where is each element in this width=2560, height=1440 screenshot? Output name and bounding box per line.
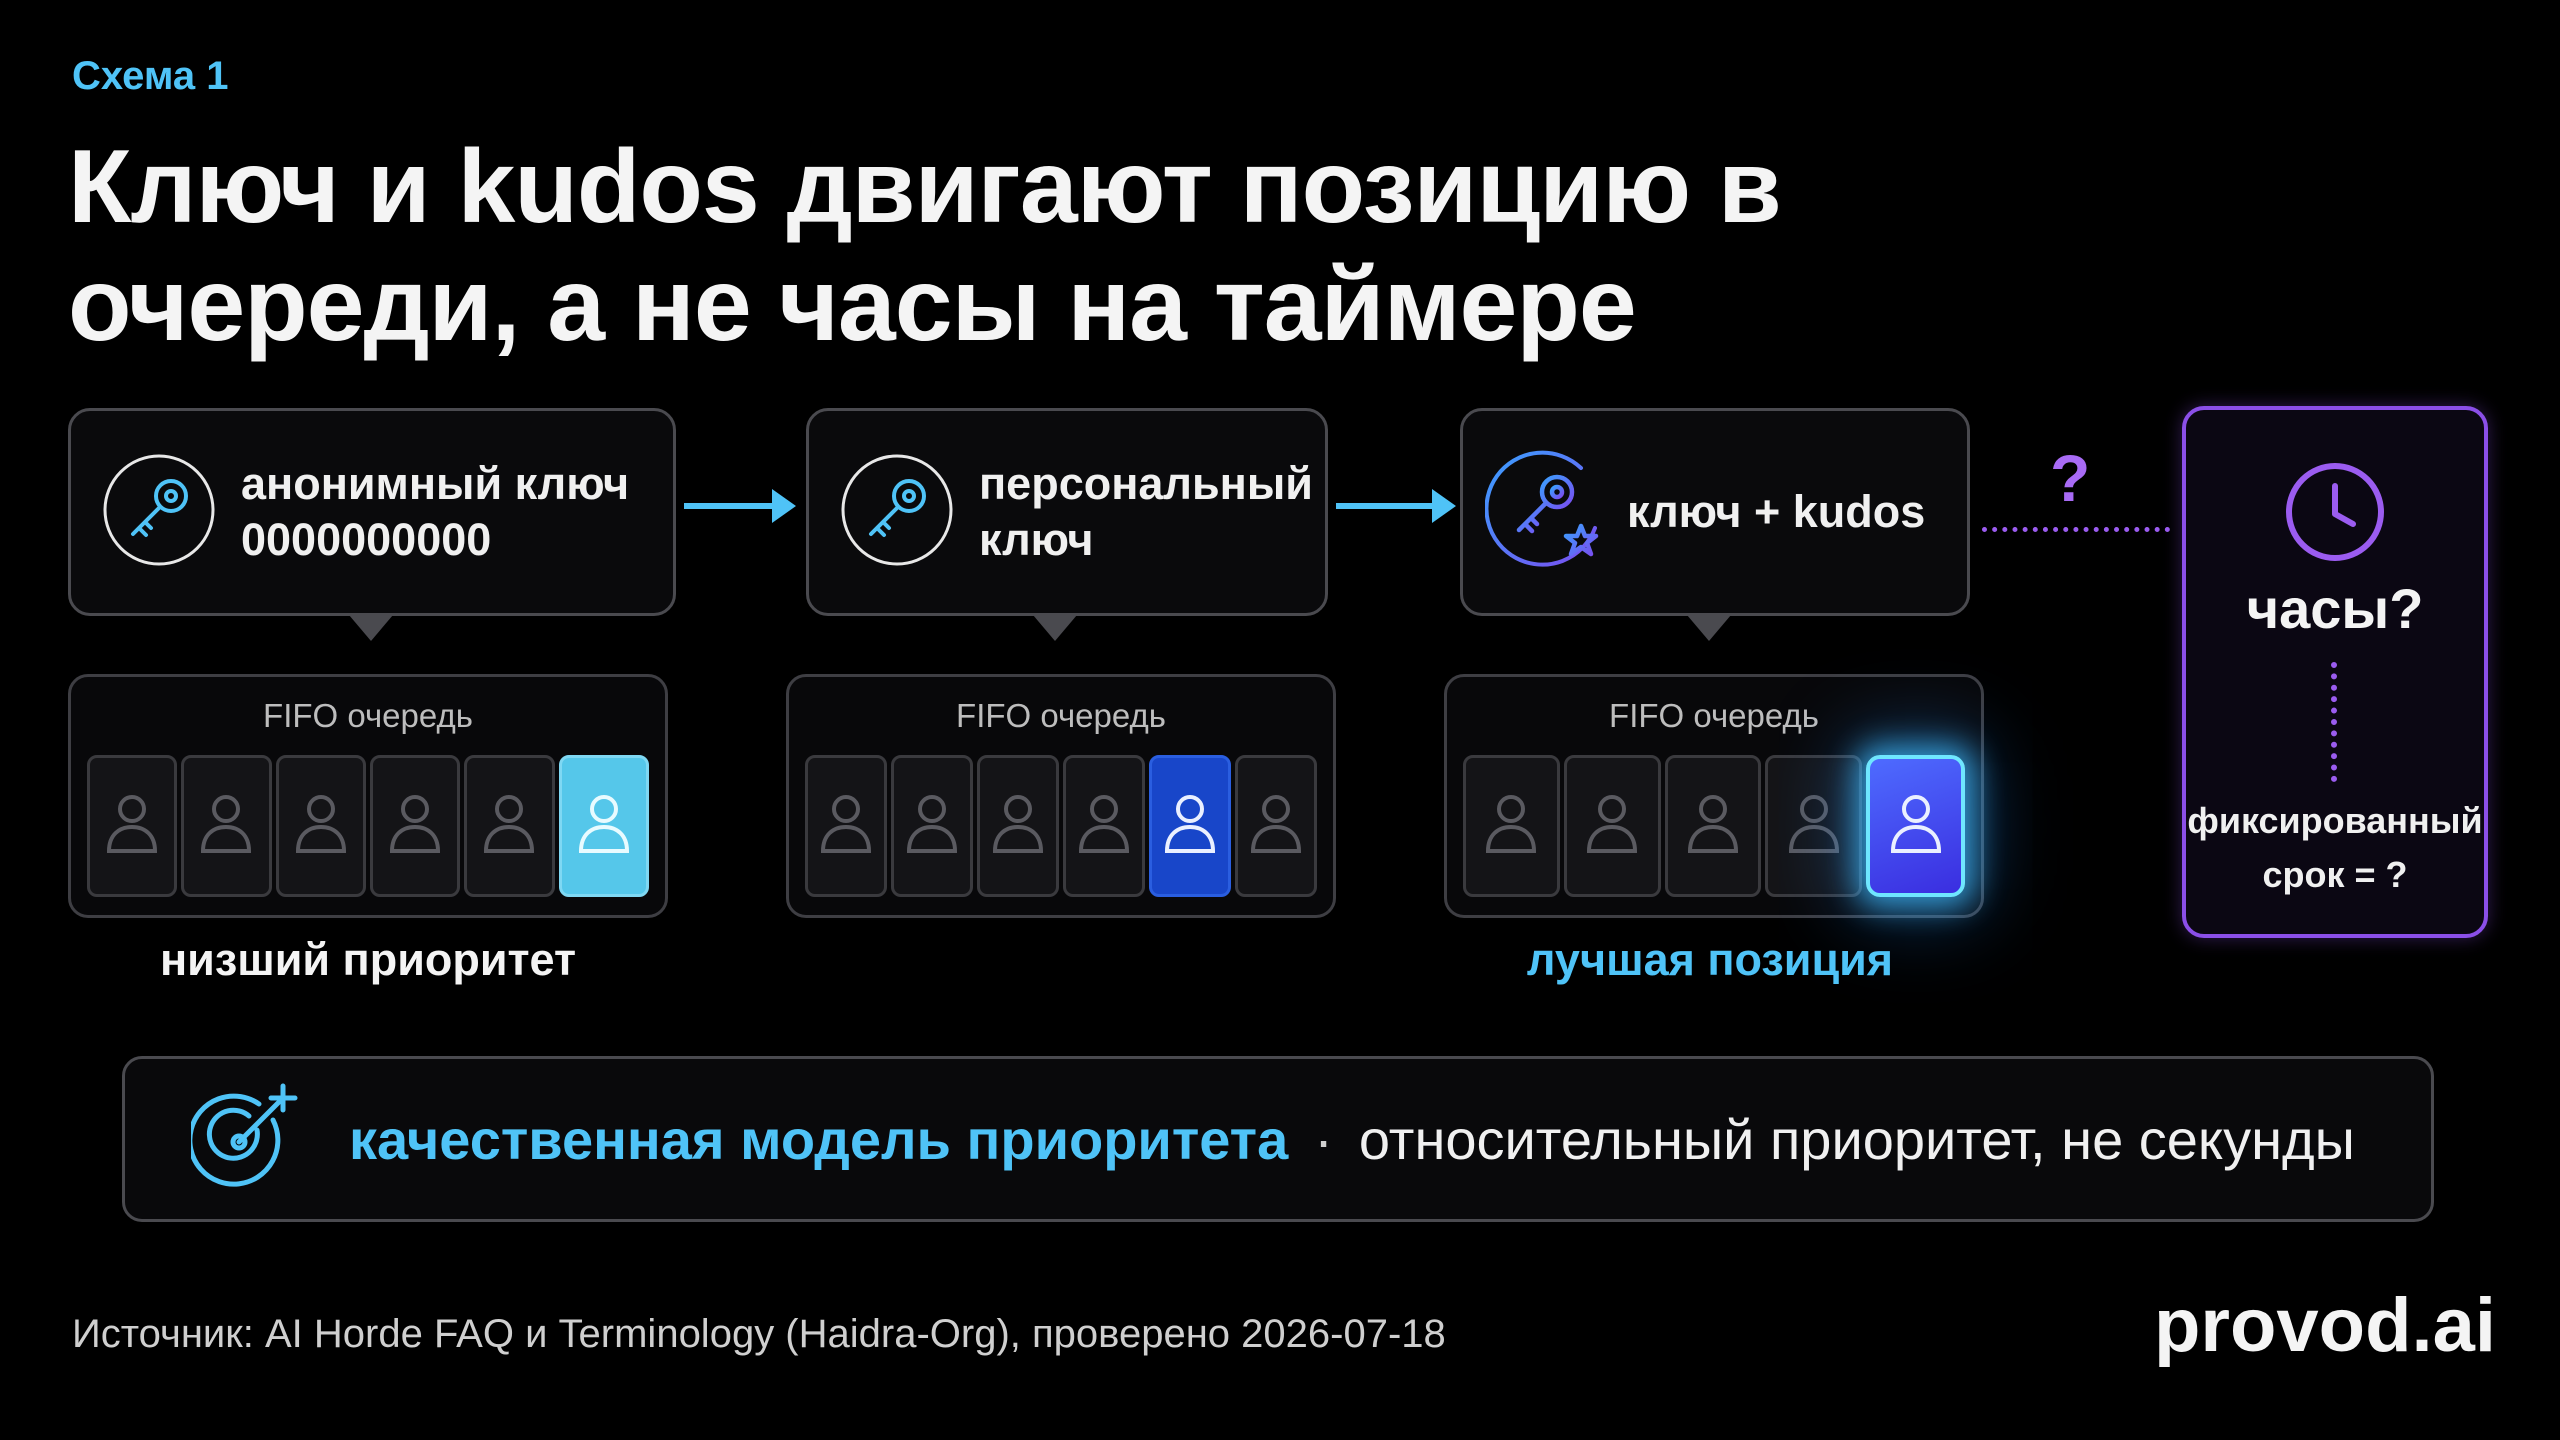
person-icon	[817, 789, 875, 864]
queue-slot	[464, 755, 555, 897]
person-icon	[1887, 789, 1945, 864]
best-position-caption: лучшая позиция	[1526, 934, 1894, 985]
card-line1: персональный	[979, 458, 1313, 509]
person-icon	[1482, 789, 1540, 864]
person-icon	[480, 789, 538, 864]
banner-separator: ·	[1314, 1107, 1333, 1171]
queue-slot	[1765, 755, 1863, 897]
queue-label: FIFO очередь	[1609, 697, 1819, 734]
queue-slot	[1563, 755, 1661, 897]
queue-slot	[977, 755, 1059, 897]
queue-slot-highlighted	[1866, 755, 1965, 897]
queue-slot	[87, 755, 178, 897]
card-line1: анонимный ключ	[241, 458, 630, 509]
dotted-connector-vertical	[2331, 662, 2337, 782]
priority-model-banner: качественная модель приоритета · относит…	[122, 1056, 2434, 1222]
low-priority-caption: низший приоритет	[159, 934, 577, 985]
person-icon	[292, 789, 350, 864]
anonymous-key-card: анонимный ключ 0000000000	[68, 408, 676, 641]
person-icon	[197, 789, 255, 864]
page-title: Ключ и kudos двигают позицию в очереди, …	[68, 129, 1782, 363]
person-icon	[1075, 789, 1133, 864]
queue-slots	[805, 755, 1317, 897]
queue-slot	[805, 755, 887, 897]
key-icon	[839, 452, 955, 573]
card-line2: 0000000000	[241, 514, 492, 565]
personal-key-card: персональный ключ	[806, 408, 1328, 641]
person-icon	[386, 789, 444, 864]
card-line1: ключ + kudos	[1627, 486, 1926, 537]
person-icon	[903, 789, 961, 864]
person-icon	[1785, 789, 1843, 864]
key-kudos-card: ключ + kudos	[1460, 408, 1970, 641]
banner-rest-text: относительный приоритет, не секунды	[1358, 1107, 2355, 1171]
person-icon	[575, 789, 633, 864]
clock-subtitle-line2: срок = ?	[2262, 854, 2408, 895]
queue-slot	[1235, 755, 1317, 897]
clock-subtitle: фиксированный срок = ?	[2186, 794, 2484, 902]
question-mark: ?	[2050, 441, 2091, 515]
queue-slot-highlighted	[558, 755, 649, 897]
queue-slot	[1664, 755, 1762, 897]
queue-slot	[891, 755, 973, 897]
card-pointer	[349, 615, 393, 641]
queue-label: FIFO очередь	[263, 697, 473, 734]
target-icon	[187, 1082, 301, 1197]
person-icon	[1161, 789, 1219, 864]
person-icon	[989, 789, 1047, 864]
queue-slots	[1463, 755, 1965, 897]
person-icon	[1583, 789, 1641, 864]
queue-slot	[369, 755, 461, 897]
eyebrow-label: Схема 1	[72, 54, 229, 98]
card-pointer	[1033, 615, 1077, 641]
banner-strong-text: качественная модель приоритета	[349, 1107, 1289, 1171]
fifo-queue-3: FIFO очередь	[1444, 674, 1984, 918]
key-star-icon	[1484, 448, 1609, 577]
card-line2: ключ	[979, 514, 1094, 565]
queue-slot	[1063, 755, 1145, 897]
fifo-queue-1: FIFO очередь	[68, 674, 668, 918]
clock-card: часы? фиксированный срок = ?	[2182, 406, 2488, 938]
person-icon	[1247, 789, 1305, 864]
arrow-1	[684, 489, 796, 523]
queue-slot-highlighted	[1149, 755, 1231, 897]
dotted-connector	[1982, 527, 2170, 532]
person-icon	[103, 789, 161, 864]
source-note: Источник: AI Horde FAQ и Terminology (Ha…	[72, 1312, 1446, 1356]
card-pointer	[1687, 615, 1731, 641]
arrow-2	[1336, 489, 1456, 523]
key-icon	[101, 452, 217, 573]
person-icon	[1684, 789, 1742, 864]
queue-slot	[181, 755, 272, 897]
queue-slot	[1463, 755, 1560, 897]
clock-title: часы?	[2246, 577, 2424, 640]
clock-subtitle-line1: фиксированный	[2187, 800, 2483, 841]
brand-logo: provod.ai	[2153, 1283, 2496, 1368]
clock-icon	[2283, 460, 2387, 569]
queue-label: FIFO очередь	[956, 697, 1166, 734]
fifo-queue-2: FIFO очередь	[786, 674, 1336, 918]
queue-slots	[87, 755, 649, 897]
queue-slot	[275, 755, 366, 897]
